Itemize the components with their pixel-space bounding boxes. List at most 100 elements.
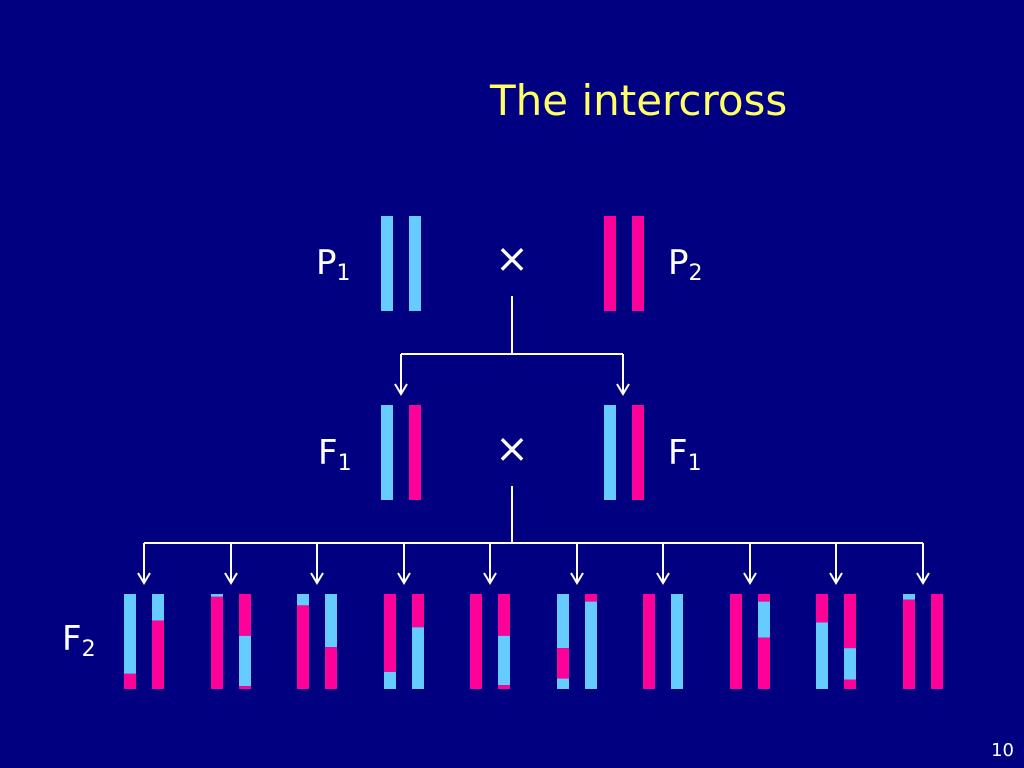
chromosome-f2-5-b-segment-0	[498, 594, 510, 636]
chromosome-f2-4-b	[412, 594, 424, 689]
chromosome-f2-1-a-segment-0	[124, 594, 136, 674]
cross-symbol-parents: ×	[495, 236, 529, 282]
chromosome-f2-9-b	[844, 594, 856, 689]
chromosome-group	[124, 216, 943, 689]
chromosome-f2-1-b	[152, 594, 164, 689]
chromosome-f2-3-b	[325, 594, 337, 689]
cross-symbol-f1: ×	[495, 426, 529, 472]
chromosome-f1-left-b-segment-0	[409, 405, 421, 500]
chromosome-f2-2-b-segment-0	[239, 594, 251, 636]
cross-connectors	[137, 296, 930, 585]
label-f1-right: F1	[668, 433, 702, 476]
chromosome-f2-8-b-segment-1	[758, 601, 770, 638]
chromosome-f2-5-b	[498, 594, 510, 689]
chromosome-f2-1-b-segment-1	[152, 620, 164, 689]
chromosome-f2-6-a-segment-2	[557, 678, 569, 689]
label-p1: P1	[316, 243, 351, 286]
chromosome-f2-3-a-segment-0	[297, 594, 309, 606]
chromosome-f2-6-b	[585, 594, 597, 689]
arrow-to-f2-6-head	[570, 572, 584, 585]
chromosome-p2-b	[632, 216, 644, 311]
chromosome-f2-8-b	[758, 594, 770, 689]
chromosome-f2-9-a-segment-1	[816, 622, 828, 689]
chromosome-f1-left-a-segment-0	[381, 405, 393, 500]
chromosome-f2-2-a	[211, 594, 223, 689]
chromosome-f2-8-a-segment-0	[730, 594, 742, 689]
chromosome-p2-b-segment-0	[632, 216, 644, 311]
chromosome-f2-6-b-segment-0	[585, 594, 597, 602]
chromosome-f2-10-b	[931, 594, 943, 689]
chromosome-f1-right-b	[632, 405, 644, 500]
chromosome-f2-3-a-segment-1	[297, 605, 309, 689]
chromosome-f2-1-a	[124, 594, 136, 689]
chromosome-f2-4-b-segment-0	[412, 594, 424, 628]
chromosome-f2-10-a-segment-0	[903, 594, 915, 600]
chromosome-f2-7-b-segment-0	[671, 594, 683, 689]
chromosome-f1-right-a	[604, 405, 616, 500]
chromosome-p2-a	[604, 216, 616, 311]
chromosome-f2-7-b	[671, 594, 683, 689]
cross-symbols: × ×	[495, 236, 529, 472]
arrow-to-f1-left-head	[394, 383, 408, 396]
chromosome-f2-6-a-segment-0	[557, 594, 569, 649]
chromosome-f2-7-a-segment-0	[643, 594, 655, 689]
chromosome-f1-right-a-segment-0	[604, 405, 616, 500]
label-f1-left: F1	[318, 433, 352, 476]
chromosome-f2-4-a	[384, 594, 396, 689]
arrow-to-f2-10-head	[916, 572, 930, 585]
chromosome-f2-1-b-segment-0	[152, 594, 164, 621]
chromosome-f2-5-a	[470, 594, 482, 689]
chromosome-f1-right-b-segment-0	[632, 405, 644, 500]
chromosome-p1-b-segment-0	[409, 216, 421, 311]
chromosome-p1-a	[381, 216, 393, 311]
chromosome-f2-10-a-segment-1	[903, 599, 915, 689]
chromosome-f2-7-a	[643, 594, 655, 689]
chromosome-f2-4-a-segment-0	[384, 594, 396, 672]
label-p2: P2	[668, 243, 703, 286]
chromosome-f2-6-a	[557, 594, 569, 689]
arrow-to-f2-9-head	[829, 572, 843, 585]
arrow-to-f2-8-head	[743, 572, 757, 585]
slide-title: The intercross	[490, 76, 788, 125]
chromosome-f2-4-a-segment-1	[384, 671, 396, 689]
chromosome-f2-2-b-segment-1	[239, 635, 251, 687]
chromosome-p2-a-segment-0	[604, 216, 616, 311]
chromosome-f2-3-b-segment-0	[325, 594, 337, 648]
chromosome-f2-5-b-segment-1	[498, 635, 510, 686]
arrow-to-f2-3-head	[310, 572, 324, 585]
arrow-to-f2-1-head	[137, 572, 151, 585]
chromosome-f2-9-b-segment-2	[844, 679, 856, 689]
chromosome-f2-9-a-segment-0	[816, 594, 828, 623]
page-number: 10	[991, 740, 1014, 761]
chromosome-f2-2-a-segment-1	[211, 596, 223, 689]
chromosome-f1-left-a	[381, 405, 393, 500]
label-f2: F2	[62, 619, 96, 662]
chromosome-f2-5-b-segment-2	[498, 685, 510, 689]
chromosome-f2-2-a-segment-0	[211, 594, 223, 597]
chromosome-f2-8-a	[730, 594, 742, 689]
chromosome-f2-9-a	[816, 594, 828, 689]
chromosome-f2-9-b-segment-0	[844, 594, 856, 649]
chromosome-p1-b	[409, 216, 421, 311]
chromosome-f1-left-b	[409, 405, 421, 500]
arrow-to-f1-right-head	[616, 383, 630, 396]
chromosome-f2-8-b-segment-0	[758, 594, 770, 602]
chromosome-f2-2-b-segment-2	[239, 686, 251, 689]
chromosome-f2-3-a	[297, 594, 309, 689]
chromosome-f2-10-b-segment-0	[931, 594, 943, 689]
arrow-to-f2-2-head	[224, 572, 238, 585]
chromosome-f2-2-b	[239, 594, 251, 689]
chromosome-f2-6-b-segment-1	[585, 601, 597, 689]
arrow-to-f2-5-head	[483, 572, 497, 585]
arrow-to-f2-4-head	[397, 572, 411, 585]
chromosome-f2-1-a-segment-1	[124, 673, 136, 689]
chromosome-f2-5-a-segment-0	[470, 594, 482, 689]
chromosome-f2-10-a	[903, 594, 915, 689]
chromosome-f2-4-b-segment-1	[412, 627, 424, 689]
chromosome-f2-9-b-segment-1	[844, 648, 856, 680]
chromosome-f2-6-a-segment-1	[557, 648, 569, 679]
chromosome-p1-a-segment-0	[381, 216, 393, 311]
chromosome-f2-3-b-segment-1	[325, 647, 337, 689]
chromosome-f2-8-b-segment-2	[758, 637, 770, 689]
